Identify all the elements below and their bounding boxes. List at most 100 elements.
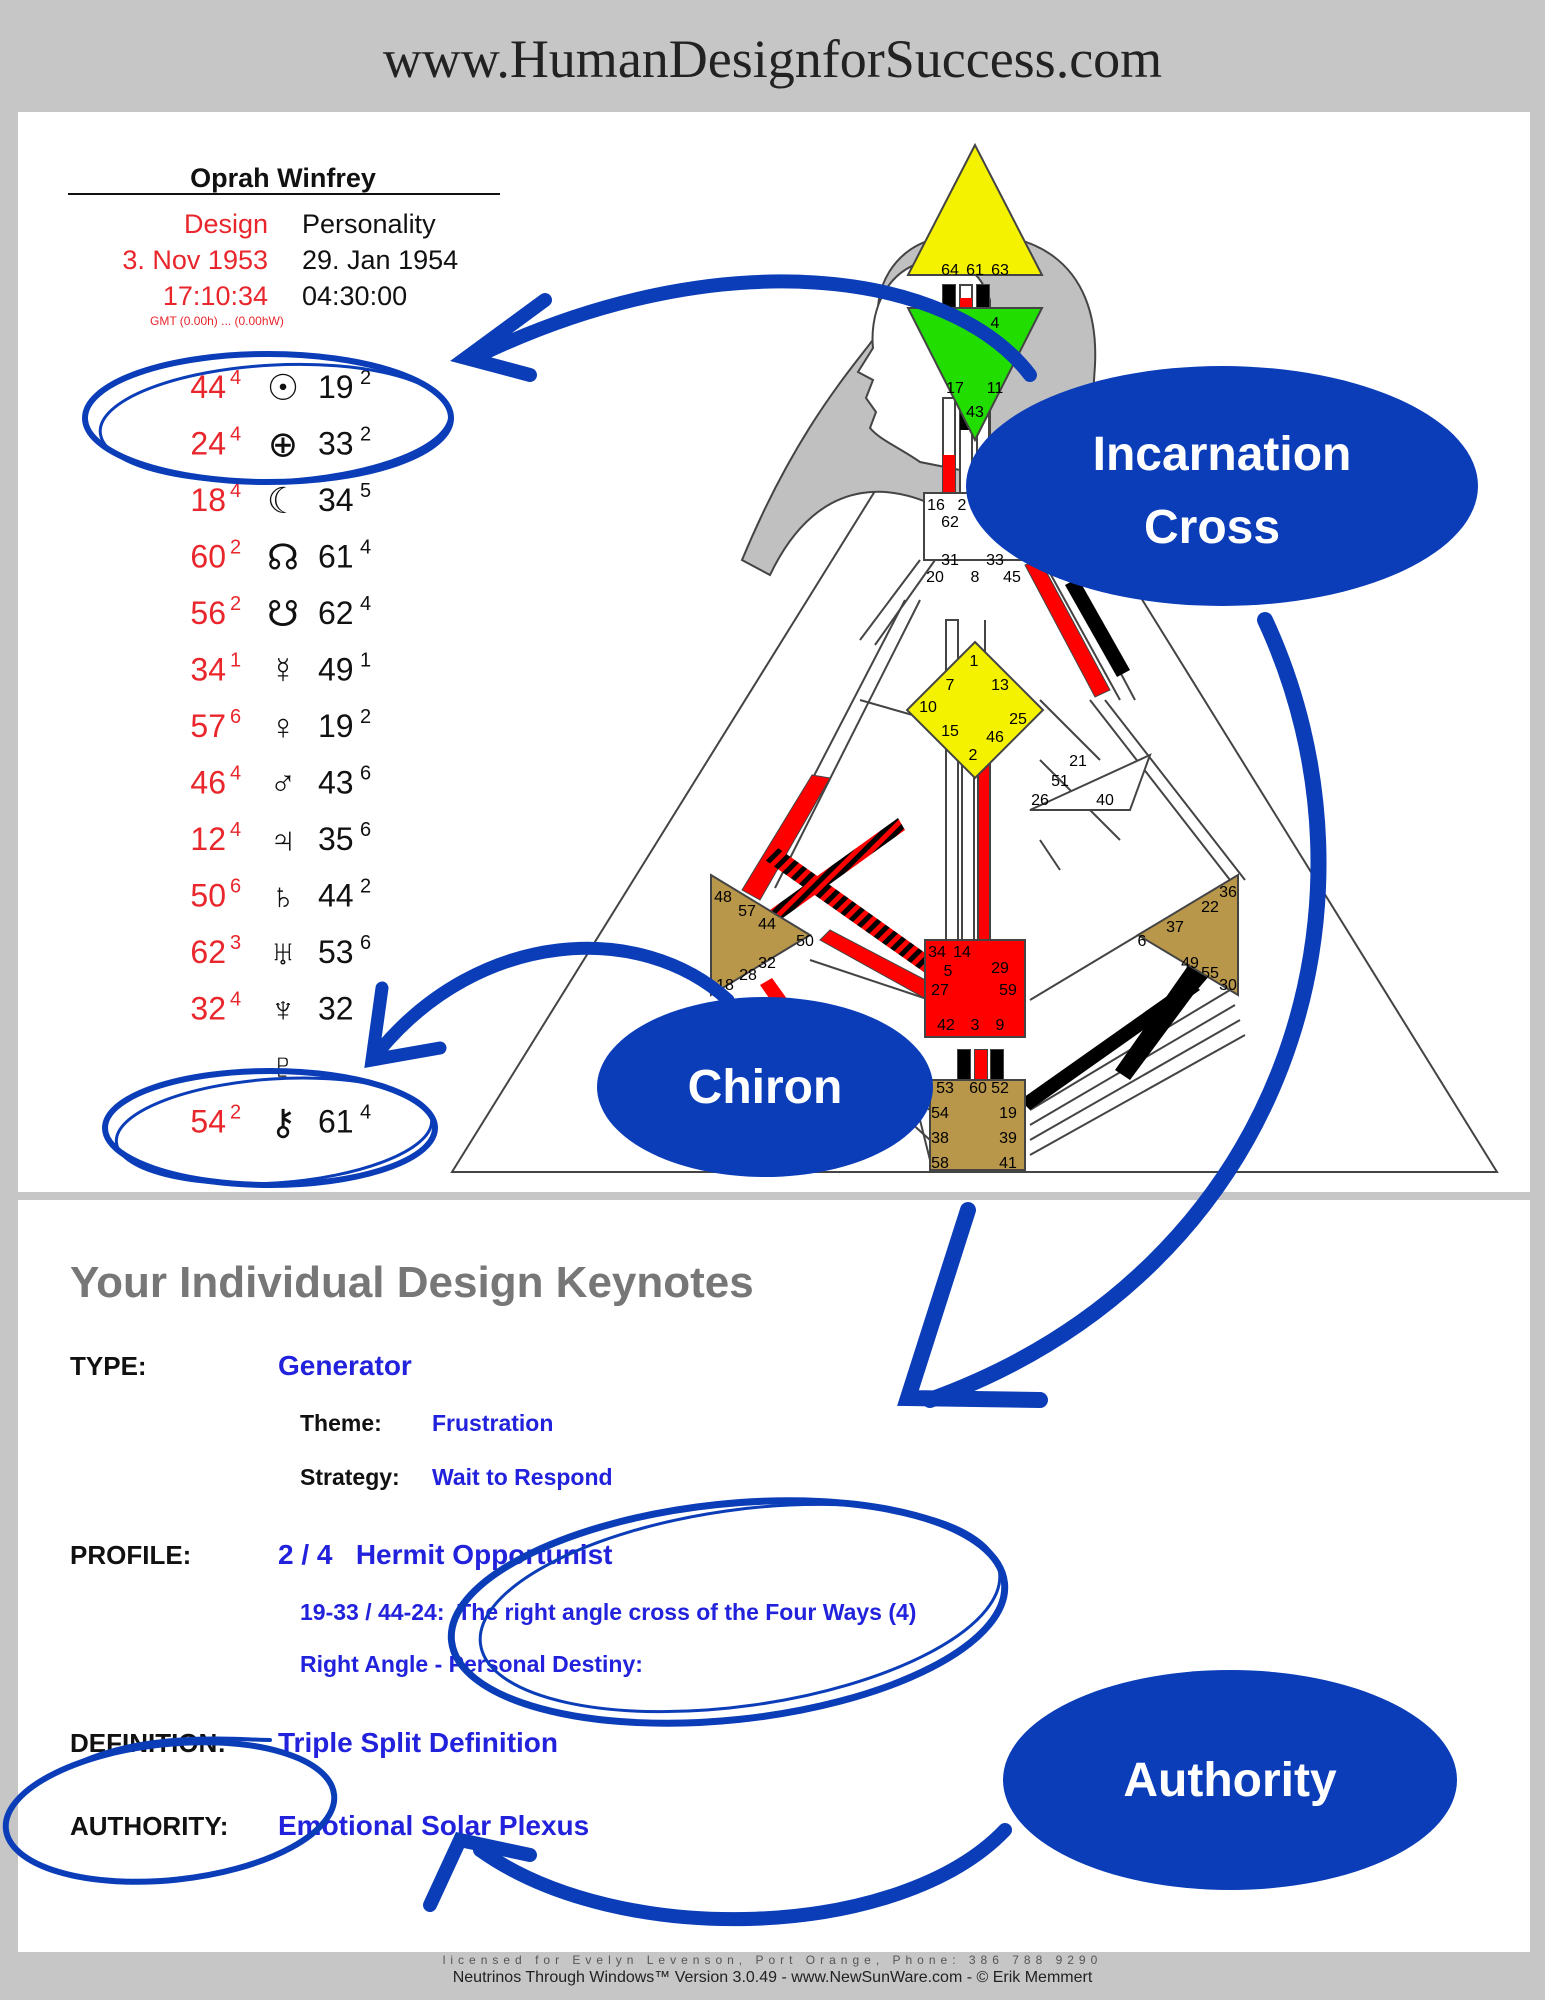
jupiter-icon: ♃ (270, 819, 297, 860)
svg-text:2: 2 (958, 497, 967, 514)
svg-text:64: 64 (941, 262, 959, 279)
personality-date: 29. Jan 1954 (302, 245, 458, 275)
svg-text:2: 2 (969, 747, 978, 764)
personality-line: 5 (360, 480, 371, 502)
personality-gate: 34 (318, 482, 354, 518)
svg-text:55: 55 (1201, 965, 1219, 982)
design-line: 4 (230, 819, 241, 841)
authority-circle (2, 1739, 338, 1885)
site-url-header[interactable]: www.HumanDesignforSuccess.com (382, 29, 1163, 89)
saturn-icon: ♄ (270, 876, 297, 917)
mars-icon: ♂ (270, 763, 297, 804)
svg-text:22: 22 (1201, 899, 1219, 916)
personality-gate: 19 (318, 708, 354, 744)
svg-text:3: 3 (971, 1017, 980, 1034)
svg-text:50: 50 (796, 933, 814, 950)
chiron-circle (102, 1068, 438, 1188)
svg-text:58: 58 (931, 1155, 949, 1172)
authority-label-bubble: Authority (1123, 1754, 1337, 1807)
svg-text:52: 52 (991, 1080, 1009, 1097)
svg-text:39: 39 (999, 1130, 1017, 1147)
design-label: Design (184, 209, 268, 239)
svg-text:25: 25 (1009, 711, 1027, 728)
design-gate: 24 (190, 426, 226, 462)
svg-text:29: 29 (991, 960, 1009, 977)
person-name: Oprah Winfrey (190, 163, 376, 193)
personality-gate: 32 (318, 991, 354, 1027)
head-center (906, 142, 1044, 276)
personality-gate: 35 (318, 821, 354, 857)
venus-icon: ♀ (270, 706, 297, 747)
svg-text:14: 14 (953, 944, 971, 961)
version-line: Neutrinos Through Windows™ Version 3.0.4… (452, 1969, 1093, 1986)
personality-gate: 62 (318, 595, 354, 631)
uranus-icon: ♅ (270, 932, 297, 973)
design-gate: 18 (190, 482, 226, 518)
design-gate: 34 (190, 652, 226, 688)
personality-line: 2 (360, 876, 371, 898)
authority-bubble (1003, 1670, 1457, 1890)
svg-text:45: 45 (1003, 569, 1021, 586)
svg-text:63: 63 (991, 262, 1009, 279)
svg-text:15: 15 (941, 723, 959, 740)
authority-label: AUTHORITY: (70, 1811, 228, 1841)
design-line: 4 (230, 763, 241, 785)
svg-text:21: 21 (1069, 753, 1087, 770)
chiron-arrowhead (364, 981, 447, 1068)
heart-center (1029, 753, 1152, 811)
ajna-center (906, 307, 1044, 443)
svg-text:7: 7 (946, 677, 955, 694)
type-value: Generator (278, 1350, 412, 1381)
mercury-icon: ☿ (270, 650, 297, 691)
footer: licensed for Evelyn Levenson, Port Orang… (0, 1952, 1545, 1988)
design-time: 17:10:34 (163, 281, 268, 311)
svg-text:46: 46 (986, 729, 1004, 746)
sacral-center (924, 939, 1026, 1038)
svg-text:42: 42 (937, 1017, 955, 1034)
svg-text:43: 43 (966, 404, 984, 421)
svg-text:13: 13 (991, 677, 1009, 694)
svg-text:38: 38 (931, 1130, 949, 1147)
profile-label: PROFILE: (70, 1540, 191, 1570)
design-line: 4 (230, 989, 241, 1011)
design-line: 2 (230, 1102, 241, 1124)
svg-text:11: 11 (987, 380, 1004, 397)
svg-text:62: 62 (941, 514, 959, 531)
profile-value: 2 / 4 Hermit Opportunist (278, 1539, 612, 1570)
theme-label: Theme: (300, 1410, 382, 1436)
personality-line: 6 (360, 932, 371, 954)
earth-icon: ⊕ (268, 424, 298, 465)
personality-line: 2 (360, 706, 371, 728)
svg-text:19: 19 (999, 1105, 1017, 1122)
type-label: TYPE: (70, 1351, 147, 1381)
design-gate: 32 (190, 991, 226, 1027)
annotation-strokes (2, 274, 1327, 1927)
design-date: 3. Nov 1953 (122, 245, 268, 275)
personality-line: 4 (360, 537, 371, 559)
design-gate: 62 (190, 934, 226, 970)
north-node-icon: ☊ (267, 537, 299, 578)
profile-cross-circle (447, 1497, 1009, 1727)
south-node-icon: ☋ (267, 593, 299, 634)
chiron-arrow (373, 941, 735, 1057)
incarnation-cross-label-line1: Incarnation (1093, 428, 1352, 481)
svg-text:34: 34 (928, 944, 946, 961)
svg-text:49: 49 (1181, 955, 1199, 972)
license-line: licensed for Evelyn Levenson, Port Orang… (442, 1953, 1103, 1967)
personality-gate: 49 (318, 652, 354, 688)
spleen-center (710, 873, 812, 997)
cross-to-keynotes-arrow (922, 612, 1327, 1408)
svg-text:61: 61 (966, 262, 984, 279)
design-line: 4 (230, 480, 241, 502)
design-line: 6 (230, 706, 241, 728)
incarnation-arrowhead (450, 293, 552, 382)
design-gate: 46 (190, 765, 226, 801)
svg-text:32: 32 (758, 955, 776, 972)
svg-text:57: 57 (738, 903, 756, 920)
svg-text:44: 44 (758, 916, 776, 933)
svg-text:36: 36 (1219, 884, 1237, 901)
design-gate: 57 (190, 708, 226, 744)
keynotes-title: Your Individual Design Keynotes (70, 1258, 754, 1307)
theme-value: Frustration (432, 1410, 553, 1436)
svg-text:27: 27 (931, 982, 949, 999)
